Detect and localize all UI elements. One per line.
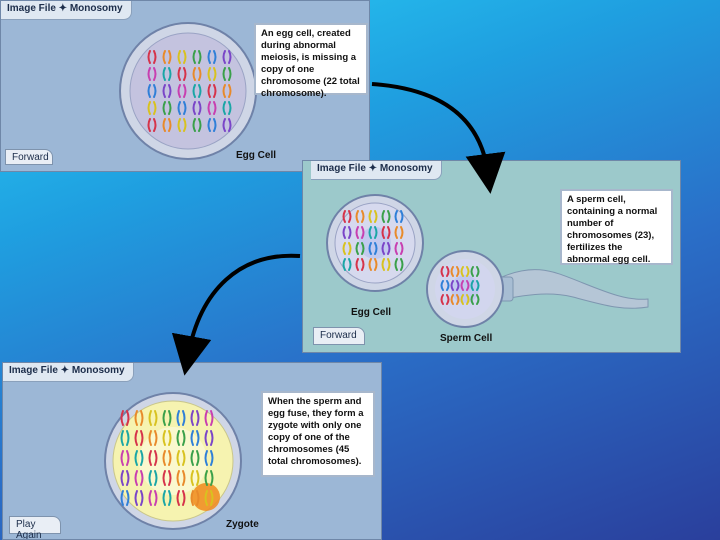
arrow-to-panel-2 (372, 84, 488, 174)
arrow-to-panel-3 (188, 256, 300, 356)
